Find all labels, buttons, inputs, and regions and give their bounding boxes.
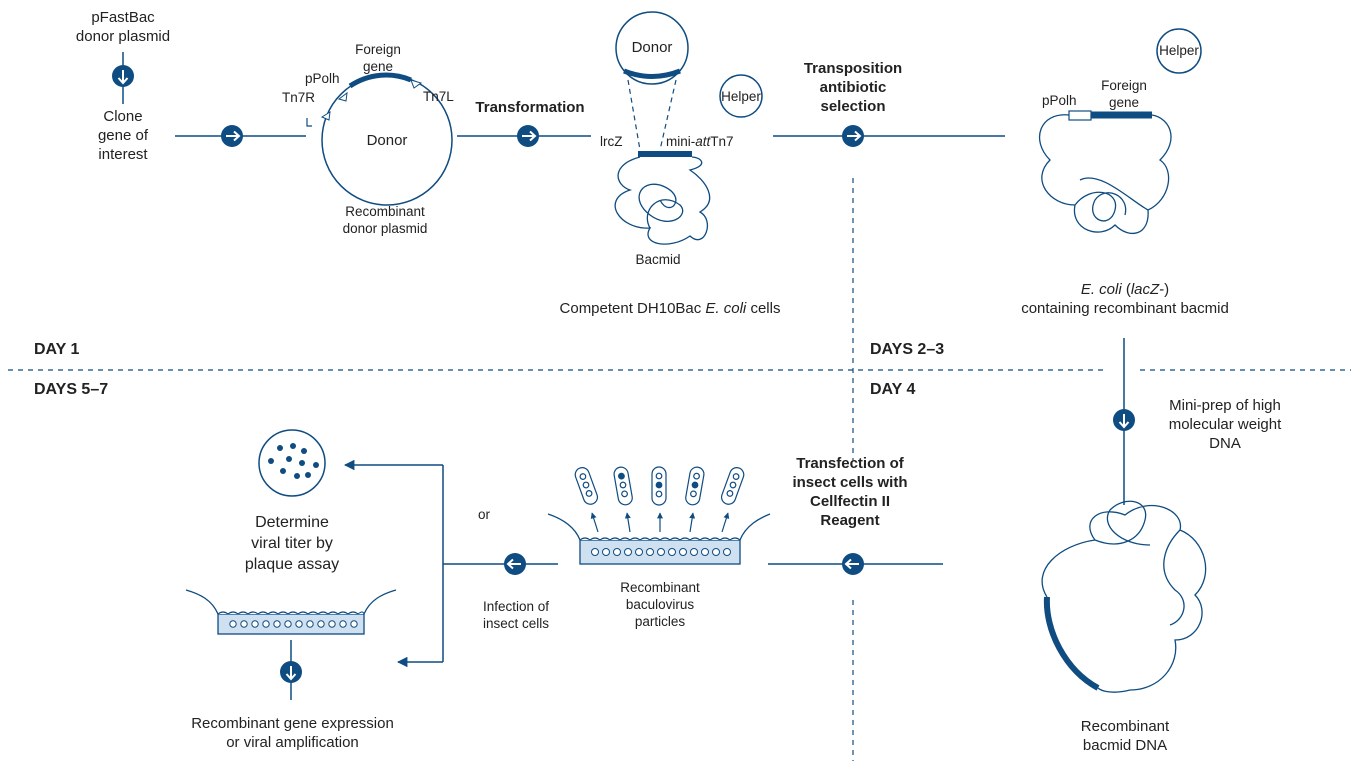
bacmid-dna-graphic — [1041, 500, 1207, 693]
helper-ecoli-label: Helper — [1159, 43, 1199, 58]
helper-label: Helper — [721, 89, 761, 104]
or-label: or — [478, 507, 491, 522]
arrow-right-icon — [517, 125, 539, 147]
days57-label: DAYS 5–7 — [34, 381, 109, 398]
tn7r-label: Tn7R — [282, 90, 316, 105]
day1-label: DAY 1 — [34, 341, 80, 358]
bacmid-label: Bacmid — [635, 252, 681, 267]
recombinant-ecoli-graphic — [1039, 28, 1202, 234]
arrow-down-icon — [1113, 409, 1135, 431]
baculovirus-dish — [547, 513, 771, 565]
days23-label: DAYS 2–3 — [870, 341, 945, 358]
competent-cells-caption: Competent DH10Bac E. coli cells — [559, 300, 781, 317]
day-dividers — [8, 178, 1351, 761]
ppolh-label: pPolh — [305, 71, 340, 86]
ecoli-caption: E. coli (lacZ-) containing recombinant b… — [1021, 281, 1229, 317]
arrow-left-icon — [842, 553, 864, 575]
arrow-right-icon — [842, 125, 864, 147]
arrow-right-icon — [221, 125, 243, 147]
arrow-down-icon — [280, 661, 302, 683]
tn7l-label: Tn7L — [423, 89, 454, 104]
donor-plasmid-name: Donor — [366, 132, 408, 149]
mini-atttn7-label: mini-attTn7 — [666, 134, 734, 149]
arrow-left-icon — [504, 553, 526, 575]
ppolh-ecoli-label: pPolh — [1042, 93, 1077, 108]
lrcz-label: lrcZ — [600, 134, 623, 149]
competent-cells-graphic — [614, 11, 763, 245]
plaque-plate — [258, 429, 326, 497]
expression-dish — [185, 589, 397, 700]
branch-lines — [343, 459, 472, 668]
day4-label: DAY 4 — [870, 381, 916, 398]
donor-plasmid-circle — [306, 72, 453, 206]
transformation-label: Transformation — [475, 99, 585, 116]
donor-circle-label: Donor — [631, 39, 673, 56]
arrow-down-icon — [112, 65, 134, 87]
virus-particles — [574, 466, 745, 533]
